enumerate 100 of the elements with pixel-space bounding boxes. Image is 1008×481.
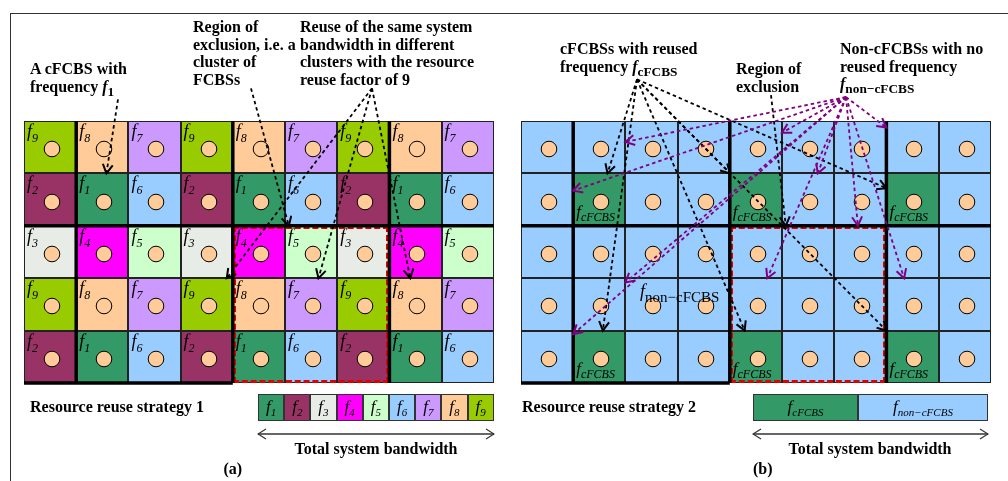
- grid-cell: [285, 121, 338, 174]
- grid-cell: [677, 173, 730, 226]
- grid-cell: [521, 121, 574, 174]
- leader-arrow: [572, 96, 847, 336]
- leader-arrow: [604, 78, 638, 175]
- frequency-label: f$_{1}$: [235, 174, 247, 198]
- grid-cell: [389, 173, 442, 226]
- frequency-label: f$_{6}$: [131, 331, 143, 355]
- grid-cell: [232, 173, 285, 226]
- frequency-label: f$_{8}$: [235, 279, 247, 302]
- frequency-label: f$_{4}$: [392, 226, 404, 250]
- grid-cell: [128, 121, 181, 174]
- grid-cell: [886, 330, 939, 383]
- exclusion-region: [232, 225, 390, 383]
- strategy-caption: Resource reuse strategy 2: [522, 398, 697, 416]
- frequency-label: f$_{1}$: [235, 331, 247, 355]
- frequency-label: f$_{2}$: [183, 174, 195, 198]
- frequency-label: f$_{cFCBS}$: [889, 360, 929, 382]
- frequency-label: f$_{6}$: [131, 174, 143, 198]
- grid-cell: [834, 225, 887, 279]
- grid-cell: [76, 278, 129, 331]
- grid-cell: [441, 330, 494, 383]
- frequency-label: f$_{4}$: [79, 226, 91, 250]
- grid-cell: [180, 173, 233, 226]
- frequency-label: f$_{1}$: [392, 174, 404, 198]
- grid-cell: [573, 278, 626, 331]
- grid-cell: [521, 173, 574, 226]
- frequency-label: f$_{9}$: [27, 122, 38, 145]
- frequency-label: f$_{8}$: [79, 279, 91, 302]
- grid-cell: [677, 330, 730, 383]
- grid-cell: [337, 225, 390, 279]
- grid-cell: [24, 173, 77, 226]
- legend-label: f$_{7}$: [423, 396, 434, 419]
- frequency-label: f$_{5}$: [288, 226, 299, 250]
- grid-cell: [938, 278, 991, 331]
- grid-cell: [337, 121, 390, 174]
- grid-cell: [834, 330, 887, 383]
- grid-cell: [834, 278, 887, 331]
- frequency-label: f$_{7}$: [288, 279, 299, 302]
- leader-arrow: [225, 87, 373, 280]
- frequency-label: f$_{9}$: [340, 122, 352, 145]
- grid-cell: [76, 173, 129, 226]
- grid-cell: [886, 278, 939, 331]
- grid-cell: [625, 330, 678, 383]
- grid-cell: [128, 173, 181, 226]
- frequency-label: f$_{cFCBS}$: [576, 360, 615, 382]
- callout-text: cFCBSs with reused frequency f$_{cFCBS}$: [560, 40, 700, 80]
- leader-arrow: [624, 96, 847, 284]
- callout-text: Reuse of the same system bandwidth in different clusters with the resource reuse factor of 9: [300, 18, 505, 89]
- grid-cell: [938, 173, 991, 226]
- grid-cell: [573, 121, 626, 174]
- dimension-label: Total system bandwidth: [294, 440, 458, 458]
- grid-cell: [389, 278, 442, 331]
- frequency-label: f$_{9}$: [27, 279, 38, 302]
- legend-label: f$_{4}$: [344, 396, 355, 419]
- callout-text: Region of exclusion, i.e. a cluster of FCBSs: [193, 18, 299, 89]
- grid-cell: [24, 278, 77, 331]
- grid-cell: [337, 330, 390, 383]
- frequency-label: f$_{9}$: [183, 122, 195, 145]
- frequency-label: f$_{cFCBS}$: [732, 202, 772, 225]
- grid-cell: [834, 173, 887, 226]
- grid-cell: [285, 330, 338, 383]
- grid-cell: [886, 173, 939, 226]
- grid-cell: [232, 278, 285, 331]
- grid-cell: [76, 121, 129, 174]
- grid-cell: [938, 121, 991, 174]
- frequency-label: f$_{8}$: [79, 122, 91, 145]
- grid-cell: [625, 173, 678, 226]
- frequency-label: f$_{4}$: [235, 226, 247, 250]
- frequency-label: f$_{9}$: [183, 279, 195, 302]
- leader-arrow: [770, 94, 791, 227]
- grid-cell: [24, 330, 77, 383]
- leader-arrow: [101, 98, 119, 175]
- leader-arrow: [598, 78, 638, 332]
- grid-cell: [886, 121, 939, 174]
- grid-cell: [389, 121, 442, 174]
- grid-cell: [128, 330, 181, 383]
- grid-cell: [782, 330, 835, 383]
- leader-arrow: [371, 87, 415, 280]
- grid-cell: [782, 278, 835, 331]
- legend-label: f$_{2}$: [292, 396, 303, 419]
- grid-cell: [337, 278, 390, 331]
- leader-arrow: [636, 78, 747, 332]
- frequency-label: f$_{2}$: [340, 331, 352, 355]
- strategy-caption: Resource reuse strategy 1: [30, 398, 205, 416]
- grid-cell: [521, 278, 574, 331]
- grid-cell: [441, 173, 494, 226]
- frequency-label: f$_{7}$: [131, 279, 143, 302]
- frequency-label: f$_{7}$: [131, 122, 143, 145]
- frequency-label: f$_{8}$: [235, 122, 247, 145]
- grid-cell: [729, 278, 782, 331]
- legend-label: f$_{8}$: [449, 396, 460, 419]
- leader-arrow: [845, 96, 908, 280]
- legend-label: f$_{1}$: [265, 396, 277, 419]
- grid-cell: [232, 121, 285, 174]
- exclusion-region: [729, 225, 887, 383]
- grid-cell: [782, 173, 835, 226]
- frequency-label: f$_{5}$: [131, 226, 143, 250]
- frequency-label: f$_{cFCBS}$: [732, 360, 772, 382]
- panel-label: (a): [223, 460, 243, 478]
